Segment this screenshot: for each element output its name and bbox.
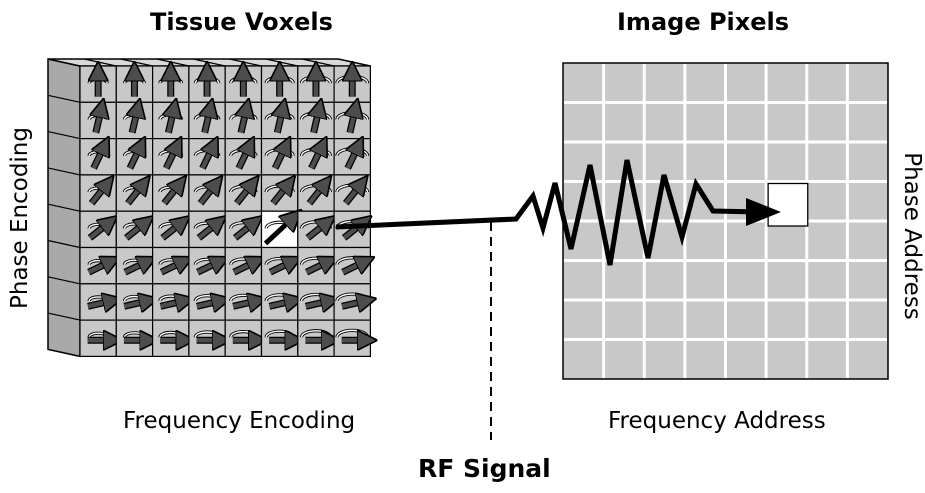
magnetization-arrow-icon — [348, 145, 359, 170]
magnetization-arrow-icon — [196, 261, 221, 272]
magnetization-arrow-icon — [162, 183, 180, 205]
magnetization-arrow-icon — [305, 261, 329, 272]
tissue-voxels-title: Tissue Voxels — [150, 8, 333, 36]
magnetization-arrow-icon — [197, 222, 219, 240]
voxel-side-divider — [47, 276, 81, 285]
voxel-side-divider — [47, 312, 81, 321]
magnetization-arrow-icon — [275, 145, 286, 170]
magnetization-arrow-icon — [87, 261, 112, 272]
voxel-side-divider — [47, 167, 81, 176]
voxel-side-divider — [47, 239, 81, 249]
magnetization-arrow-icon — [232, 261, 257, 272]
magnetization-arrow-icon — [241, 108, 247, 134]
magnetization-arrow-icon — [233, 222, 255, 240]
signal-arrowhead-icon — [746, 198, 781, 226]
image-pixels-title: Image Pixels — [617, 8, 790, 36]
magnetization-arrow-icon — [343, 183, 362, 205]
magnetization-arrow-icon — [166, 145, 177, 170]
magnetization-arrow-icon — [314, 108, 320, 134]
magnetization-arrow-icon — [132, 108, 138, 134]
highlighted-pixel — [767, 182, 809, 227]
magnetization-arrow-icon — [263, 217, 294, 246]
magnetization-arrow-icon — [268, 301, 294, 307]
magnetization-arrow-icon — [235, 183, 253, 205]
magnetization-arrow-icon — [126, 183, 144, 205]
rf-signal-path — [335, 159, 761, 266]
magnetization-arrow-icon — [277, 108, 283, 134]
frequency-encoding-label: Frequency Encoding — [123, 408, 356, 434]
magnetization-arrow-icon — [130, 145, 141, 170]
rf-signal-label: RF Signal — [418, 454, 551, 483]
magnetization-arrow-icon — [94, 145, 105, 170]
magnetization-arrow-icon — [311, 145, 322, 170]
magnetization-arrow-icon — [124, 261, 148, 272]
magnetization-arrow-icon — [307, 183, 325, 205]
tissue-voxel-block — [47, 58, 370, 358]
rf-signal-wave — [335, 159, 781, 266]
magnetization-arrow-icon — [96, 108, 102, 134]
magnetization-arrow-icon — [89, 183, 108, 205]
magnetization-arrow-icon — [196, 301, 222, 307]
magnetization-arrow-icon — [239, 145, 250, 170]
magnetization-arrow-icon — [124, 222, 146, 240]
magnetization-arrow-icon — [341, 301, 367, 307]
image-pixel-grid — [562, 62, 889, 380]
voxel-side-divider — [47, 131, 81, 140]
magnetization-arrow-icon — [232, 301, 258, 307]
magnetization-arrow-icon — [88, 222, 110, 240]
voxel-side-divider — [47, 94, 81, 103]
magnetization-arrow-icon — [160, 261, 184, 272]
magnetization-arrow-icon — [205, 108, 211, 134]
magnetization-arrow-icon — [306, 222, 328, 240]
magnetization-arrow-icon — [87, 301, 113, 307]
magnetization-arrow-icon — [269, 261, 293, 272]
magnetization-arrow-icon — [168, 108, 174, 134]
magnetization-arrow-icon — [123, 301, 149, 307]
magnetization-arrow-icon — [350, 108, 356, 134]
magnetization-arrow-icon — [161, 222, 183, 240]
magnetization-arrow-icon — [160, 301, 186, 307]
frequency-address-label: Frequency Address — [608, 408, 826, 434]
voxel-side-divider — [47, 203, 81, 212]
magnetization-arrow-icon — [341, 261, 366, 272]
magnetization-arrow-icon — [271, 183, 289, 205]
magnetization-arrow-icon — [305, 301, 331, 307]
magnetization-arrow-icon — [198, 183, 217, 205]
magnetization-arrow-icon — [202, 145, 213, 170]
